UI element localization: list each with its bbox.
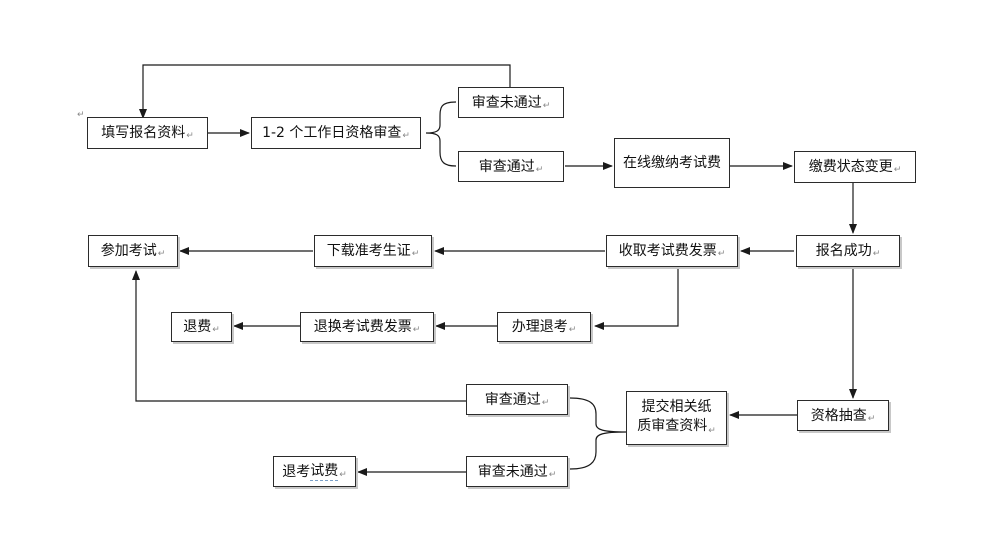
- node-refund: 退费↵: [171, 312, 232, 342]
- node-withdraw: 办理退考↵: [497, 312, 591, 342]
- node-download-ticket: 下载准考生证↵: [314, 235, 432, 267]
- node-pay-online: 在线缴纳考试费: [614, 138, 730, 188]
- node-spot-check: 资格抽查↵: [797, 400, 889, 431]
- node-second-pass: 审查通过↵: [466, 384, 568, 415]
- node-review-days: 1-2 个工作日资格审查↵: [251, 117, 421, 149]
- node-refund-exam-fee: 退考试费↵: [273, 456, 356, 487]
- node-fill-info: 填写报名资料↵: [87, 117, 208, 149]
- node-signup-success: 报名成功↵: [796, 235, 900, 267]
- node-first-fail: 审查未通过↵: [458, 87, 564, 118]
- loop-back-connector: [139, 64, 511, 119]
- node-submit-docs: 提交相关纸 质审查资料↵: [626, 391, 727, 445]
- submit-brace: [569, 397, 627, 470]
- arrow-pass-to-exam: [132, 270, 466, 402]
- stray-paragraph-mark: ↵: [77, 110, 85, 120]
- node-second-fail: 审查未通过↵: [466, 456, 568, 487]
- review-brace: [425, 101, 457, 167]
- arrow-invoice-to-withdraw: [594, 267, 679, 330]
- node-take-exam: 参加考试↵: [88, 235, 178, 267]
- node-first-pass: 审查通过↵: [458, 151, 564, 182]
- node-get-invoice: 收取考试费发票↵: [606, 235, 738, 267]
- node-pay-status: 缴费状态变更↵: [794, 151, 916, 183]
- node-swap-invoice: 退换考试费发票↵: [300, 312, 434, 342]
